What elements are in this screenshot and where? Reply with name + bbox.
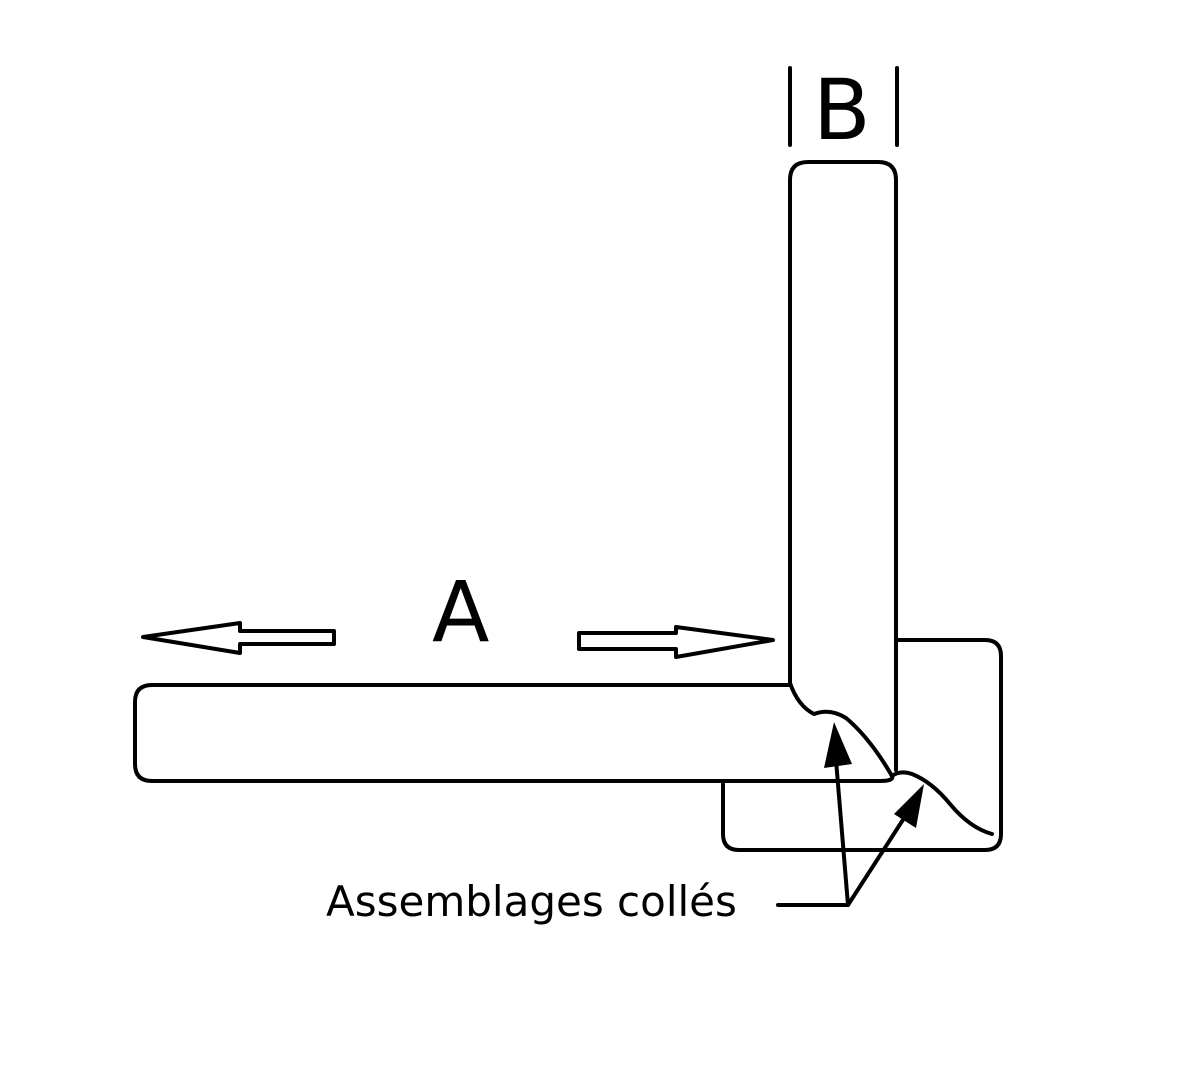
arrow-right-icon	[577, 625, 775, 659]
glue-fillet-inner	[788, 681, 894, 778]
glue-fillet-outer	[890, 770, 994, 836]
board-b	[788, 160, 898, 772]
annotation-text: Assemblages collés	[326, 877, 737, 926]
label-a: A	[432, 563, 489, 661]
arrowhead-outer-icon	[894, 784, 924, 828]
leader-branch	[846, 810, 910, 907]
arrow-left-icon	[141, 621, 336, 655]
corner-block	[721, 638, 1003, 852]
label-b: B	[813, 61, 871, 159]
board-a	[133, 683, 895, 783]
arrowhead-inner-icon	[824, 722, 852, 768]
